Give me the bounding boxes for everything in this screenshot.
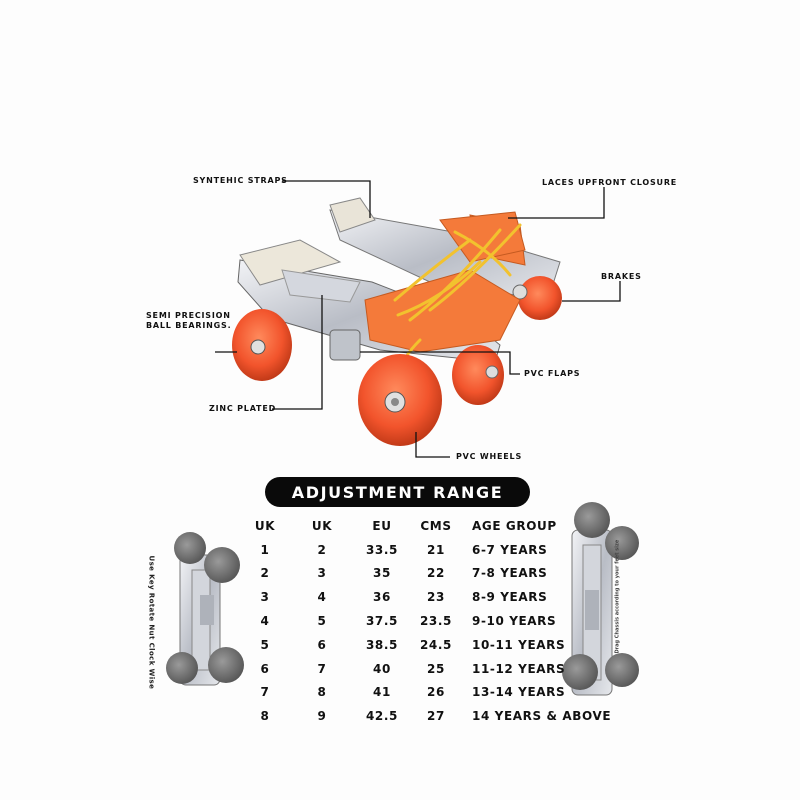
cell-age-group: 13-14 YEARS [472,685,566,700]
cell-age-group: 6-7 YEARS [472,542,548,557]
header-age-group: AGE GROUP [472,518,557,533]
cell-uk: 5 [260,637,270,652]
cell-eu: 33.5 [365,542,398,557]
callout-wheels: PVC WHEELS [456,452,523,461]
callout-laces: LACES UPFRONT CLOSURE [542,178,678,187]
header-uk: UK [254,518,276,533]
callout-straps: SYNTEHIC STRAPS [193,176,288,185]
cell-cms: 27 [427,709,445,724]
cell-cms: 21 [427,542,445,557]
cell-age-group: 14 YEARS & ABOVE [472,709,612,724]
cell-eu: 38.5 [365,637,398,652]
table-row: 1 2 33.5 21 6-7 YEARS [238,538,622,562]
cell-uk-2: 6 [317,637,327,652]
cell-uk: 4 [260,614,270,629]
cell-uk: 8 [260,709,270,724]
cell-age-group: 10-11 YEARS [472,637,566,652]
laces [393,223,522,374]
cell-uk: 6 [260,661,270,676]
cell-eu: 40 [373,661,391,676]
cell-uk-2: 9 [317,709,327,724]
header-cms: CMS [420,518,452,533]
wheel-back-right [452,345,504,405]
cell-age-group: 7-8 YEARS [472,566,548,581]
side-note-left: Use Key Rotate Nut Clock Wise [147,555,156,690]
cell-cms: 23.5 [419,614,452,629]
cell-uk-2: 5 [317,614,327,629]
table-row: 8 9 42.5 27 14 YEARS & ABOVE [238,704,622,728]
cell-eu: 36 [373,590,391,605]
cell-uk-2: 4 [317,590,327,605]
table-header-row: UK UK EU CMS AGE GROUP [238,514,622,538]
cell-uk-2: 8 [317,685,327,700]
cell-eu: 42.5 [365,709,398,724]
adjustment-range-banner: ADJUSTMENT RANGE [265,477,530,507]
cell-uk: 2 [260,566,270,581]
table-row: 5 6 38.5 24.5 10-11 YEARS [238,633,622,657]
callout-pvc-flaps: PVC FLAPS [524,369,581,378]
callout-bearings: SEMI PRECISION BALL BEARINGS. [146,311,232,330]
cell-uk-2: 7 [317,661,327,676]
chassis-left [166,532,244,686]
cell-age-group: 9-10 YEARS [472,614,557,629]
table-row: 3 4 36 23 8-9 YEARS [238,585,622,609]
cell-uk: 7 [260,685,270,700]
cell-uk-2: 2 [317,542,327,557]
cell-age-group: 8-9 YEARS [472,590,548,605]
cell-cms: 23 [427,590,445,605]
cell-cms: 22 [427,566,445,581]
cell-uk: 1 [260,542,270,557]
cell-uk-2: 3 [317,566,327,581]
cell-eu: 37.5 [365,614,398,629]
size-table: UK UK EU CMS AGE GROUP 1 2 33.5 21 6-7 Y… [238,514,622,728]
table-row: 4 5 37.5 23.5 9-10 YEARS [238,609,622,633]
cell-uk: 3 [260,590,270,605]
callout-brakes: BRAKES [601,272,642,281]
cell-cms: 24.5 [419,637,452,652]
table-row: 2 3 35 22 7-8 YEARS [238,562,622,586]
header-uk-2: UK [311,518,333,533]
chassis-right [562,502,639,696]
callout-zinc: ZINC PLATED [209,404,277,413]
front-skate [232,211,526,446]
cell-age-group: 11-12 YEARS [472,661,566,676]
back-wheel-right [518,276,562,320]
table-row: 6 7 40 25 11-12 YEARS [238,657,622,681]
cell-eu: 41 [373,685,391,700]
header-eu: EU [372,518,392,533]
table-row: 7 8 41 26 13-14 YEARS [238,681,622,705]
cell-eu: 35 [373,566,391,581]
side-note-right: Drag Chassis according to your feet size [614,539,621,654]
cell-cms: 26 [427,685,445,700]
leader-lines [215,180,621,458]
cell-cms: 25 [427,661,445,676]
